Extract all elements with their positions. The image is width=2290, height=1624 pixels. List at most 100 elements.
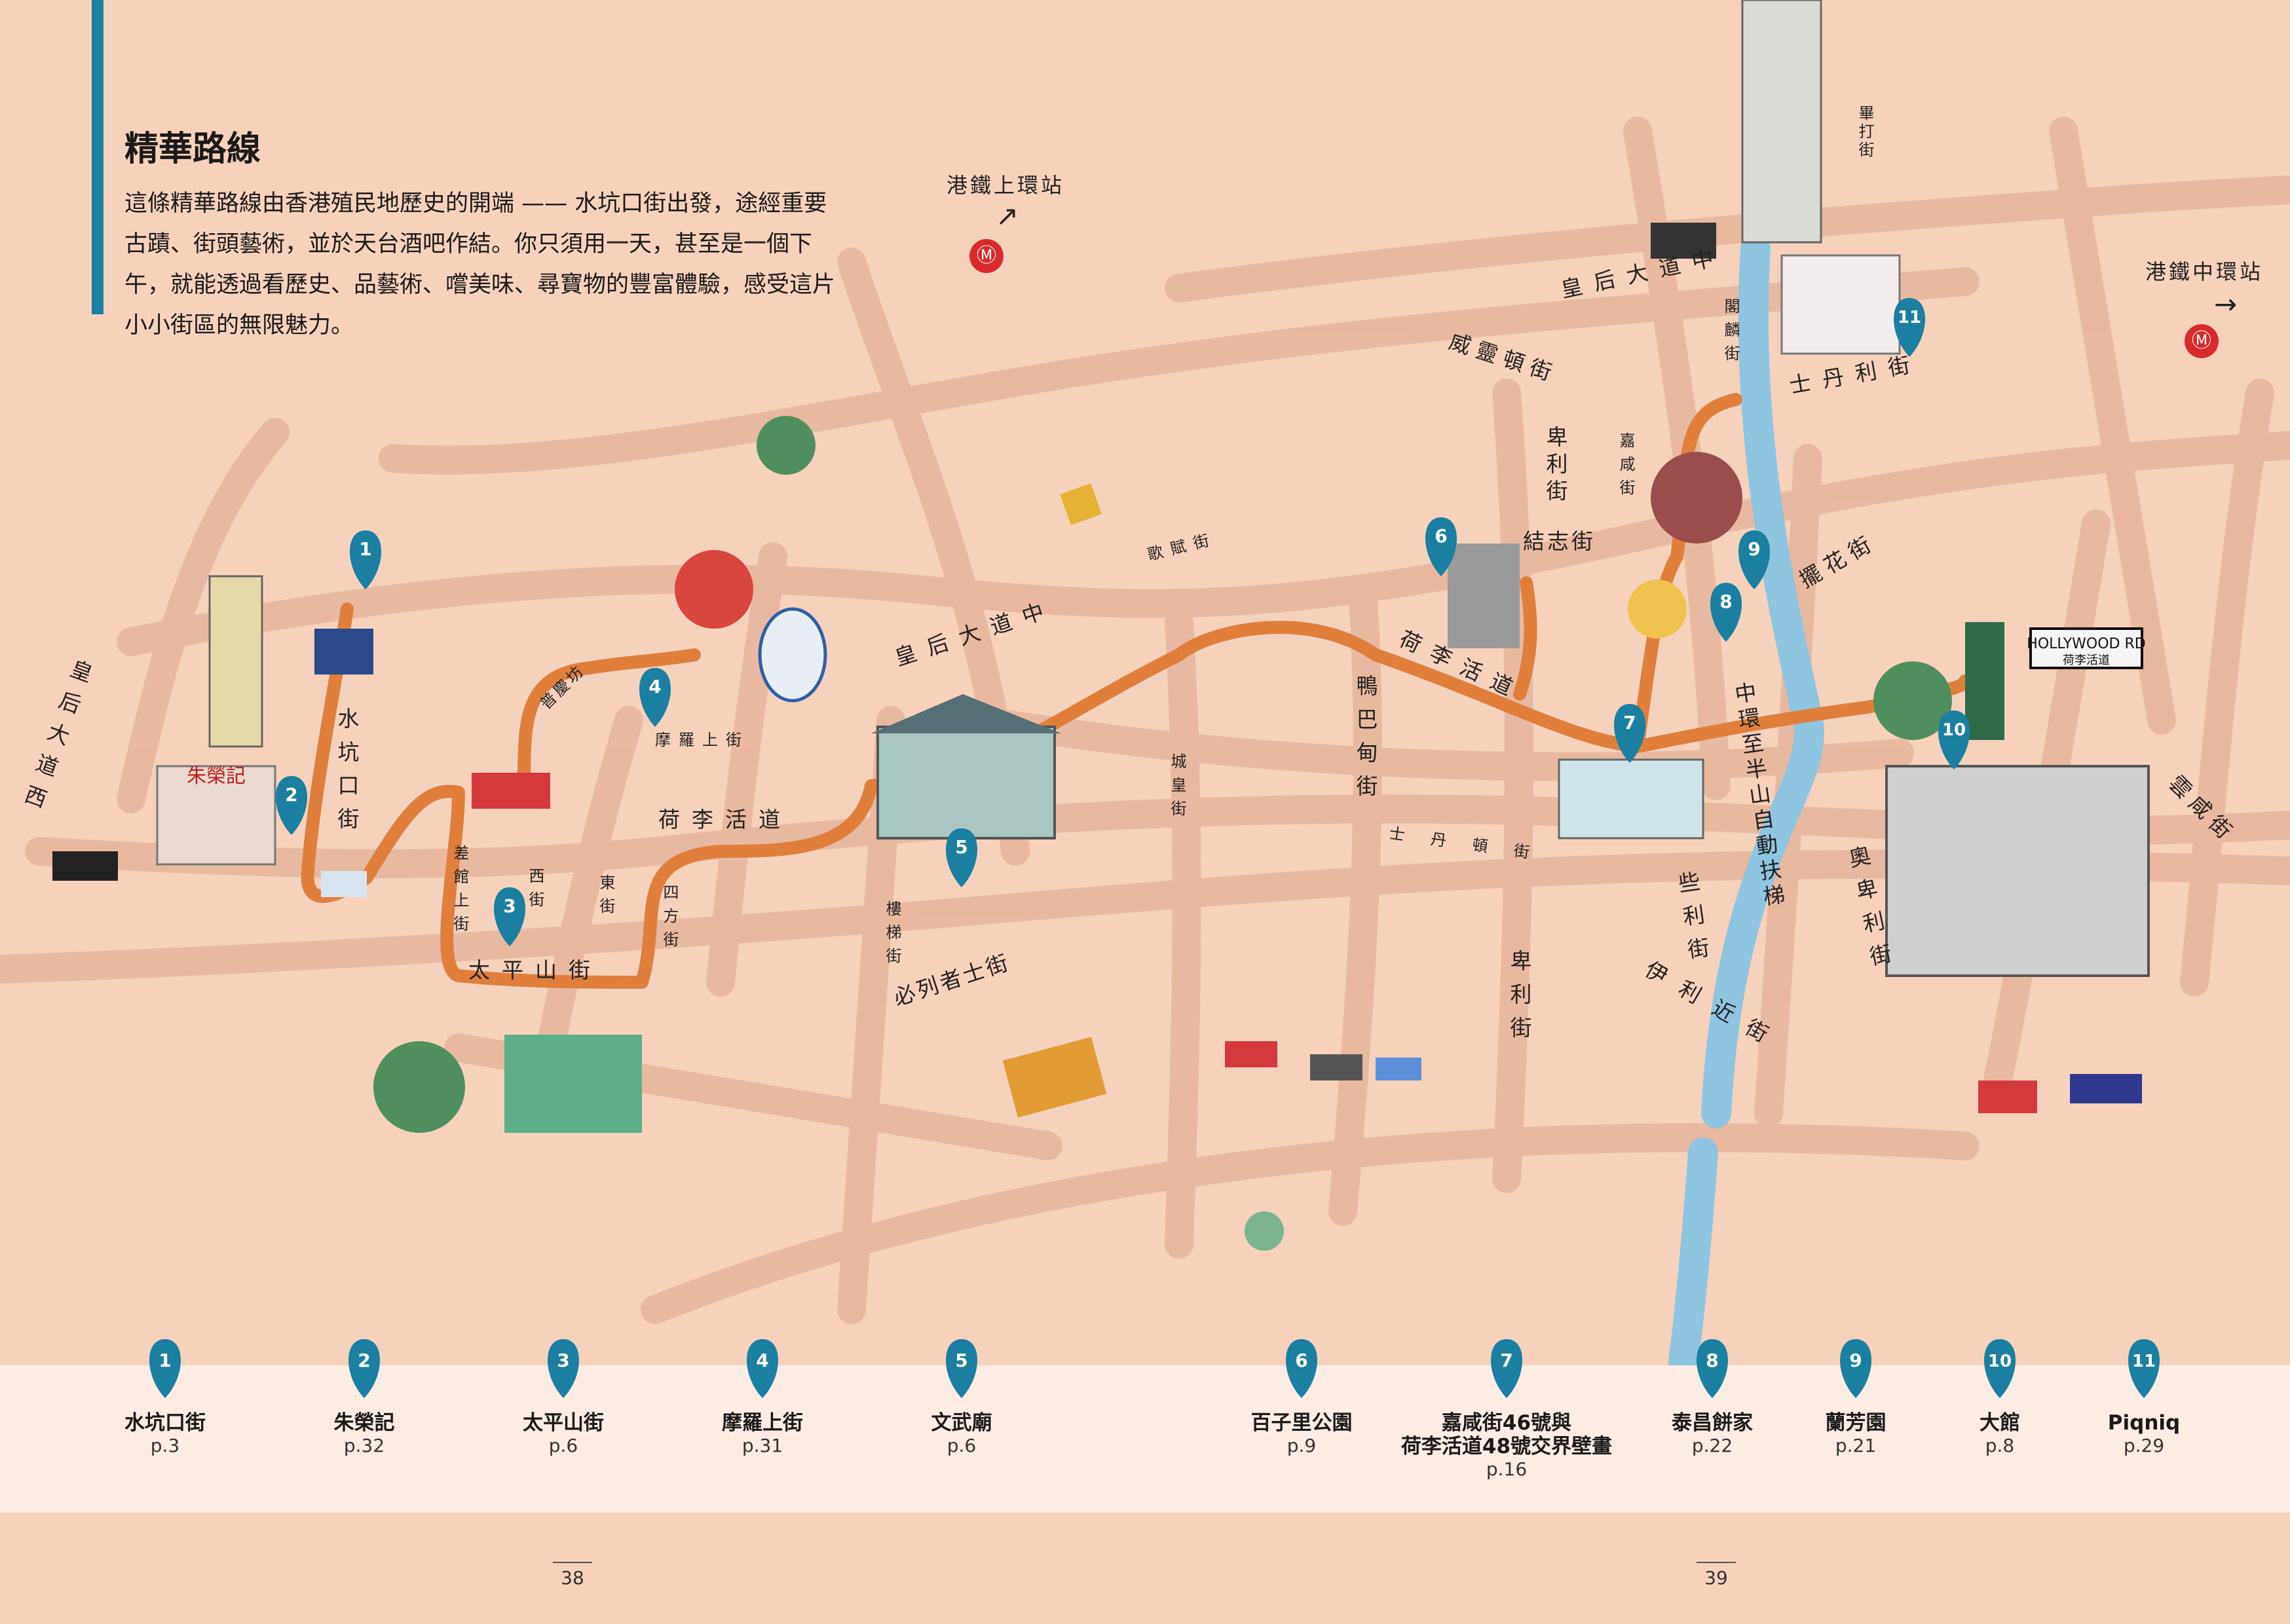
egg-tart (1628, 580, 1687, 638)
stop-name: 大館 (1980, 1411, 2020, 1435)
dim-sum-table (1651, 452, 1742, 544)
car-black (52, 851, 118, 881)
statue-group (1448, 544, 1520, 648)
landmark-illustrations: HOLLYWOOD RD 荷李活道 朱榮記 (52, 0, 2150, 1251)
location-pin-icon: 4 (747, 1339, 778, 1398)
route-branch-lascar (517, 648, 701, 792)
street-peel-north: 卑利街 (1543, 426, 1568, 506)
map-pin-6[interactable]: 6 (1425, 517, 1457, 576)
station-sheung-wan-arrow: ↗ (996, 200, 1022, 232)
location-pin-icon: 9 (1840, 1339, 1871, 1398)
location-pin-icon: 7 (1491, 1339, 1522, 1398)
map-pin-5[interactable]: 5 (946, 828, 977, 887)
location-pin-icon: 3 (548, 1339, 579, 1398)
map-pin-9[interactable]: 9 (1738, 530, 1770, 589)
legend-stop-1[interactable]: 1 水坑口街 p.3 (80, 1339, 250, 1457)
stop-page-ref: p.6 (947, 1435, 977, 1456)
street-tai-ping-shan: 太平山街 (468, 957, 602, 983)
store-sign-text: 朱榮記 (187, 765, 246, 788)
hollywood-road-sign (2029, 627, 2143, 669)
page-title: 精華路線 (124, 130, 261, 169)
piqniq-building (1780, 254, 1901, 355)
svg-text:9: 9 (1849, 1350, 1862, 1371)
location-pin-icon: 10 (1984, 1339, 2016, 1398)
street-shing-wong: 城皇街 (1168, 753, 1186, 824)
location-pin-icon: 1 (149, 1339, 181, 1398)
stop-page-ref: p.16 (1486, 1458, 1528, 1480)
highlight-route (301, 602, 1972, 989)
minibus (472, 773, 550, 809)
legend-stop-11[interactable]: 11 Piqniq p.29 (2059, 1339, 2229, 1457)
legend-stop-2[interactable]: 2 朱榮記 p.32 (279, 1339, 449, 1457)
location-pin-icon: 6 (1286, 1339, 1317, 1398)
stop-page-ref: p.22 (1691, 1435, 1733, 1456)
legend-stop-4[interactable]: 4 摩羅上街 p.31 (677, 1339, 848, 1457)
map-pin-4[interactable]: 4 (639, 668, 671, 727)
street-east: 東街 (597, 874, 615, 921)
stop-name: 太平山街 (523, 1411, 604, 1435)
pillow-antique (675, 550, 753, 629)
street-ladder: 樓梯街 (883, 900, 901, 971)
stop-name: 百子里公園 (1250, 1411, 1353, 1435)
title-accent-bar (92, 0, 103, 314)
football-pitch (504, 1035, 642, 1133)
svg-text:2: 2 (358, 1350, 370, 1371)
legend-stop-10[interactable]: 10 大館 p.8 (1915, 1339, 2085, 1457)
stop-page-ref: p.8 (1985, 1435, 2015, 1456)
street-possession: 水坑口街 (334, 707, 360, 841)
map-pin-number: 10 (1942, 720, 1966, 740)
vase-antique (758, 607, 827, 703)
stop-page-ref: p.9 (1286, 1435, 1317, 1456)
map-pin-2[interactable]: 2 (276, 776, 307, 835)
map-pin-11[interactable]: 11 (1894, 298, 1925, 357)
stop-page-ref: p.29 (2123, 1435, 2165, 1456)
map-pin-3[interactable]: 3 (494, 887, 525, 946)
svg-text:6: 6 (1295, 1350, 1307, 1371)
map-pin-number: 3 (503, 895, 516, 917)
stops-legend (0, 1365, 2290, 1513)
svg-text:10: 10 (1988, 1352, 2012, 1371)
man-mo-temple-roof (871, 694, 1061, 733)
map-pin-1[interactable]: 1 (350, 530, 381, 589)
legend-stop-6[interactable]: 6 百子里公園 p.9 (1216, 1339, 1387, 1457)
svg-text:11: 11 (2132, 1352, 2156, 1371)
svg-text:1: 1 (159, 1350, 171, 1371)
legend-stop-5[interactable]: 5 文武廟 p.6 (876, 1339, 1047, 1457)
street-tank-lane: 差館上街 (451, 845, 469, 939)
svg-text:3: 3 (557, 1350, 569, 1371)
car-blue (1376, 1058, 1421, 1080)
map-pin-number: 7 (1623, 712, 1636, 733)
svg-text:7: 7 (1500, 1350, 1512, 1371)
svg-text:5: 5 (955, 1350, 967, 1371)
park-tree-cluster (373, 1041, 465, 1133)
station-central-arrow: → (2214, 288, 2240, 320)
location-pin-icon: 8 (1697, 1339, 1728, 1398)
legend-stop-3[interactable]: 3 太平山街 p.6 (478, 1339, 648, 1457)
legend-stop-7[interactable]: 7 嘉咸街46號與 荷李活道48號交界壁畫 p.16 (1362, 1339, 1651, 1481)
map-pin-number: 6 (1435, 525, 1447, 547)
legend-stop-8[interactable]: 8 泰昌餅家 p.22 (1627, 1339, 1797, 1457)
stop-name: 泰昌餅家 (1672, 1411, 1753, 1435)
car-white (321, 871, 367, 897)
stop-page-ref: p.32 (343, 1435, 385, 1456)
stop-page-ref: p.6 (548, 1435, 578, 1456)
stop-name: 摩羅上街 (722, 1411, 803, 1435)
mtr-logo-icon: Ⓜ (969, 239, 1004, 273)
location-pin-icon: 11 (2128, 1339, 2160, 1398)
map-pin-7[interactable]: 7 (1614, 704, 1645, 763)
map-pin-number: 5 (955, 836, 967, 858)
map-pin-number: 4 (648, 676, 661, 697)
car-red (1225, 1041, 1277, 1067)
man-mo-temple (876, 726, 1056, 840)
stop-page-ref: p.31 (741, 1435, 783, 1456)
store-stall (156, 765, 276, 866)
map-pin-8[interactable]: 8 (1710, 583, 1742, 642)
map-pin-10[interactable]: 10 (1938, 710, 1970, 769)
intro-text: 這條精華路線由香港殖民地歷史的開端 —— 水坑口街出發，途經重要古蹟、街頭藝術，… (124, 191, 836, 339)
location-pin-icon: 2 (348, 1339, 380, 1398)
svg-text:4: 4 (756, 1350, 768, 1371)
legend-stop-9[interactable]: 9 蘭芳園 p.21 (1771, 1339, 1941, 1457)
hollywood-road-sign-text: HOLLYWOOD RD (2027, 636, 2145, 652)
